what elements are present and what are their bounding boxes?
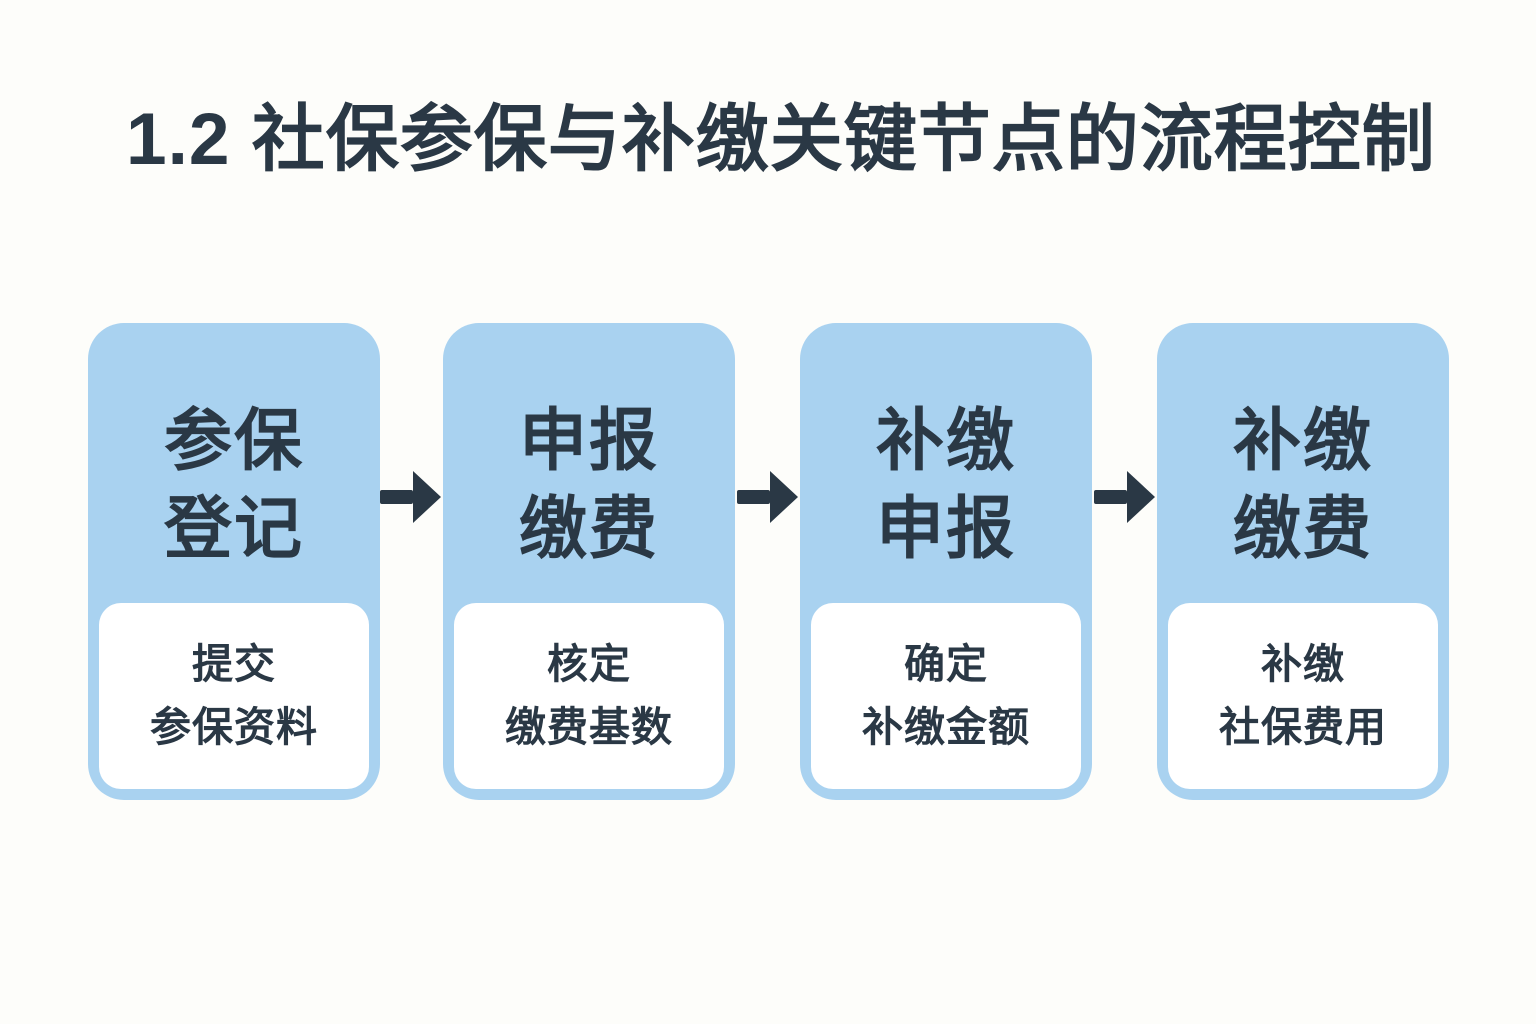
step-3-desc-line-1: 确定 — [904, 641, 988, 687]
flow-step-card-3: 补缴 申报 确定 补缴金额 — [800, 323, 1092, 800]
step-2-title-line-1: 申报 — [518, 403, 659, 479]
arrow-head — [770, 471, 798, 523]
page-title: 1.2 社保参保与补缴关键节点的流程控制 — [126, 99, 1436, 180]
step-1-desc-line-2: 参保资料 — [150, 704, 318, 750]
step-3-title: 补缴 申报 — [800, 323, 1092, 625]
arrow-right-icon — [1094, 469, 1156, 525]
step-4-description-panel: 补缴 社保费用 — [1168, 603, 1438, 789]
arrow-shaft — [380, 490, 413, 504]
step-2-title: 申报 缴费 — [443, 323, 735, 625]
step-4-desc-line-2: 社保费用 — [1219, 704, 1387, 750]
step-1-title: 参保 登记 — [88, 323, 380, 625]
arrow-head — [413, 471, 441, 523]
flow-step-card-4: 补缴 缴费 补缴 社保费用 — [1157, 323, 1449, 800]
step-4-desc-line-1: 补缴 — [1261, 641, 1345, 687]
arrow-shaft — [737, 490, 770, 504]
arrow-head — [1127, 471, 1155, 523]
flow-step-card-2: 申报 缴费 核定 缴费基数 — [443, 323, 735, 800]
step-2-description-panel: 核定 缴费基数 — [454, 603, 724, 789]
step-2-title-line-2: 缴费 — [518, 491, 659, 567]
step-3-description-panel: 确定 补缴金额 — [811, 603, 1081, 789]
step-2-desc-line-1: 核定 — [547, 641, 631, 687]
step-1-title-line-1: 参保 — [163, 403, 304, 479]
step-3-title-line-1: 补缴 — [875, 403, 1016, 479]
flow-step-card-1: 参保 登记 提交 参保资料 — [88, 323, 380, 800]
step-1-desc-line-1: 提交 — [192, 641, 276, 687]
step-1-title-line-2: 登记 — [163, 491, 304, 567]
arrow-shaft — [1094, 490, 1127, 504]
step-4-title-line-1: 补缴 — [1232, 403, 1373, 479]
step-3-desc-line-2: 补缴金额 — [862, 704, 1030, 750]
step-3-title-line-2: 申报 — [875, 491, 1016, 567]
arrow-right-icon — [737, 469, 799, 525]
step-1-description-panel: 提交 参保资料 — [99, 603, 369, 789]
step-4-title: 补缴 缴费 — [1157, 323, 1449, 625]
step-4-title-line-2: 缴费 — [1232, 491, 1373, 567]
step-2-desc-line-2: 缴费基数 — [505, 704, 673, 750]
arrow-right-icon — [380, 469, 442, 525]
